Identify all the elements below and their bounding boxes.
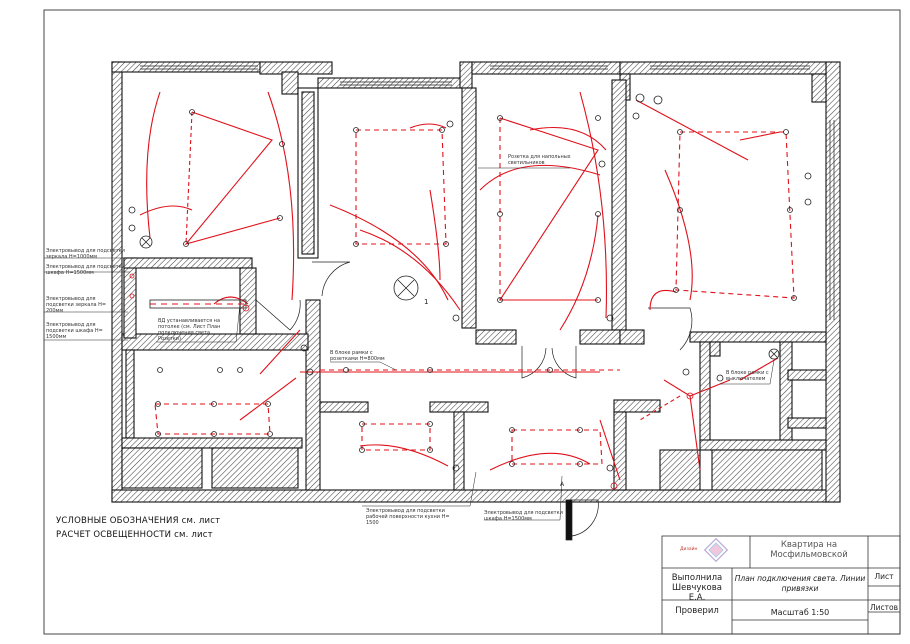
chandelier-icon	[393, 275, 419, 301]
red-marker-icon	[129, 273, 694, 490]
drawing-scale: Масштаб 1:50	[770, 608, 830, 617]
note-ceiling-slot: ВД устанавливается на потолке (см. Лист …	[158, 318, 221, 342]
wiring-lines	[139, 91, 795, 481]
sheets-label: Листов	[869, 603, 898, 612]
sheet-title: План подключения света. Линии привязки	[734, 574, 866, 593]
company-name: Дизайн	[680, 547, 698, 552]
performed-by: Выполнила Шевчукова Е.А.	[671, 573, 723, 603]
hall-number-label: 1	[424, 298, 428, 306]
company-logo	[703, 537, 729, 563]
windows	[140, 65, 835, 320]
title-block-frame	[661, 535, 901, 635]
note-corridor-frame: В блоке рамки с выключателем	[726, 370, 769, 382]
project-name: Квартира на Мосфильмовской	[770, 540, 848, 560]
switch-icon	[128, 112, 812, 472]
switch-label: А	[560, 481, 565, 488]
note-kitchen-cabinet: Электровывод для подсветки шкафа Н=1500м…	[484, 510, 563, 522]
spotlight-icon	[155, 109, 797, 467]
legend-symbols-note: УСЛОВНЫЕ ОБОЗНАЧЕНИЯ см. лист	[56, 516, 221, 526]
note-floor-socket: Розетка для напольных светильников	[508, 154, 571, 166]
note-bath-cabinet: Электровывод для подсветки шкафа Н= 1500…	[46, 322, 103, 340]
sheet-label: Лист	[874, 572, 894, 581]
plan-labels: 1 А	[424, 298, 565, 488]
note-bath-shelf: Электровывод для подсветки шкафа Н=1500м…	[46, 264, 125, 276]
checked-by: Проверил	[675, 606, 719, 616]
light-fixtures	[128, 93, 812, 490]
sheet-frame	[43, 9, 901, 635]
note-bath-mirror: Электровывод для подсветки зеркала Н=100…	[46, 248, 125, 260]
walls	[111, 61, 841, 503]
ceiling-lamp-icon	[139, 93, 780, 360]
led-strip-icon	[149, 299, 247, 309]
doors	[255, 261, 693, 541]
legend-lighting-calc-note: РАСЧЕТ ОСВЕЩЕННОСТИ см. лист	[56, 530, 213, 540]
leader-lines	[44, 167, 775, 521]
note-kitchen-work: Электровывод для подсветки рабочей повер…	[366, 508, 450, 526]
note-bath-mirror2: Электровывод для подсветки зеркала Н= 20…	[46, 296, 107, 314]
note-socket-block: В блоке рамки с розетками Н=800мм	[330, 350, 385, 362]
